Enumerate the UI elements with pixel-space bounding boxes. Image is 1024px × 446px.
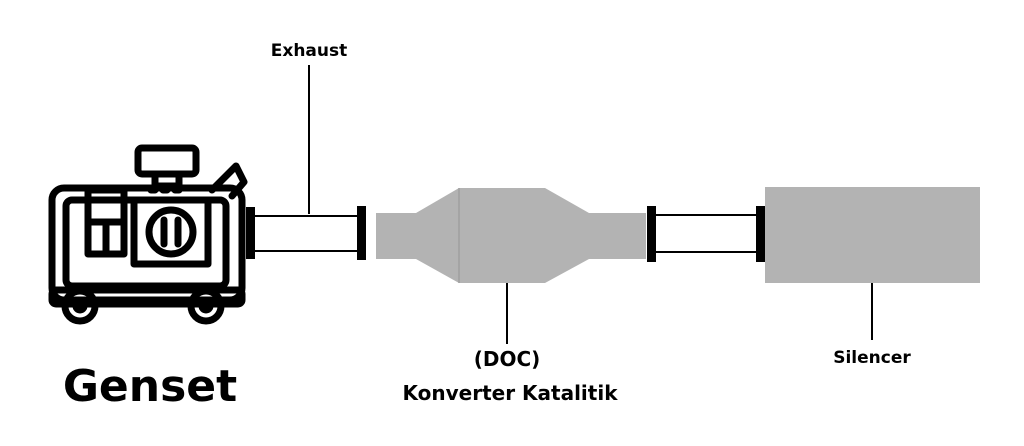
flange-right-2 (756, 206, 765, 262)
exhaust-pipe-2 (647, 206, 765, 262)
flange-right-1 (357, 206, 366, 260)
exhaust-label: Exhaust (271, 41, 348, 61)
silencer-label: Silencer (833, 348, 911, 368)
flange-left-1 (246, 207, 255, 259)
flange-left-2 (647, 206, 656, 262)
silencer (765, 187, 980, 283)
generator-icon (48, 144, 248, 325)
genset-label: Genset (63, 361, 237, 412)
converter-label: Konverter Katalitik (402, 381, 618, 405)
exhaust-pipe-1 (246, 206, 366, 260)
doc-label: (DOC) (474, 347, 541, 371)
catalytic-converter (376, 188, 646, 283)
